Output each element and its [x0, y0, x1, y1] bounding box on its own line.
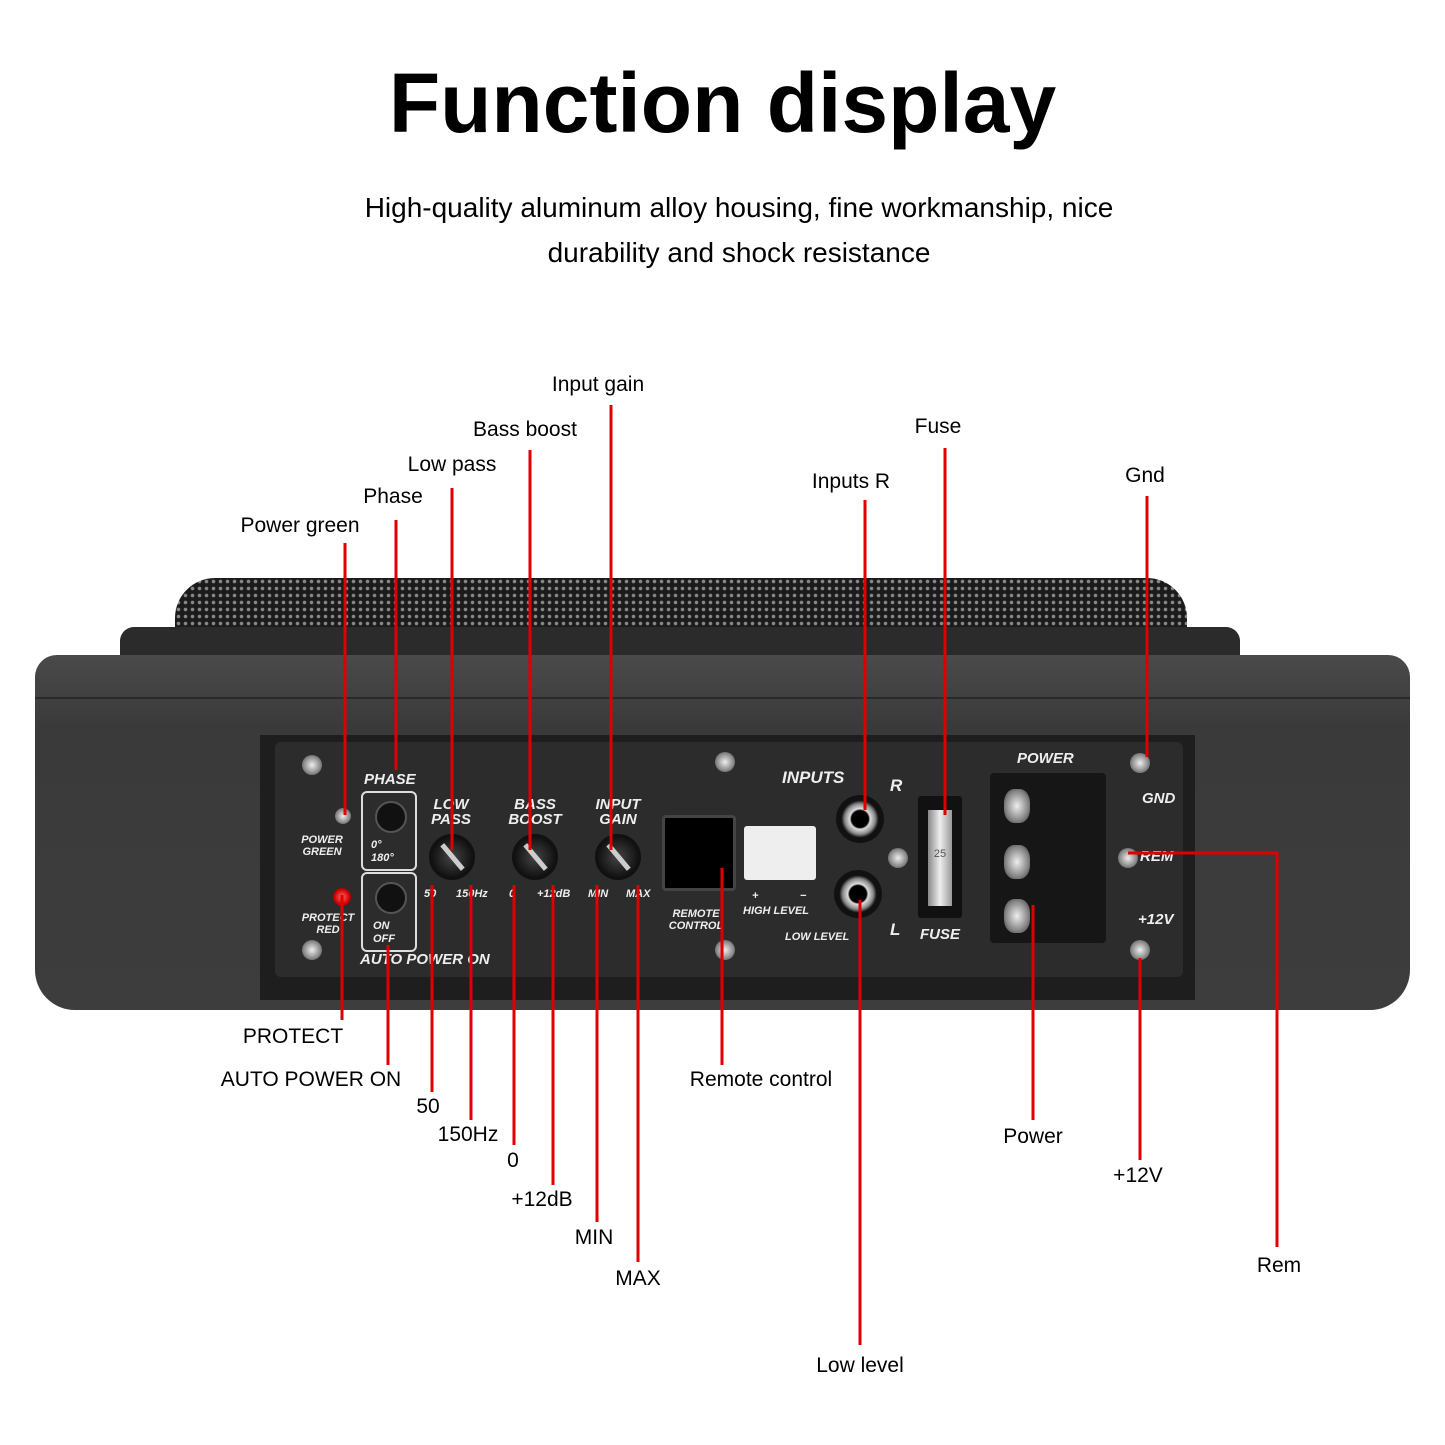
terminal-screw[interactable] — [1004, 899, 1030, 933]
callout-power: Power — [1003, 1125, 1063, 1148]
r-label: R — [890, 776, 903, 795]
high-level-connector[interactable] — [744, 826, 816, 880]
phase-0-label: 0° — [371, 839, 382, 851]
housing-edge — [35, 697, 1410, 699]
input-gain-knob[interactable] — [595, 834, 641, 880]
bass-boost-label: BASS BOOST — [508, 796, 562, 828]
callout-remote-control: Remote control — [689, 1068, 833, 1091]
fuse-holder: 25 — [918, 796, 962, 918]
remote-control-port[interactable] — [662, 815, 736, 891]
fuse-label: FUSE — [920, 926, 961, 943]
phase-switch[interactable]: 0° 180° — [361, 791, 417, 871]
screw — [302, 940, 322, 960]
gnd-label: GND — [1142, 790, 1176, 807]
auto-power-switch[interactable]: ON OFF — [361, 872, 417, 952]
phase-label: PHASE — [364, 771, 416, 788]
callout-bass-boost: Bass boost — [473, 418, 577, 441]
remote-control-label: REMOTE CONTROL — [668, 908, 724, 932]
high-minus-label: − — [800, 890, 807, 902]
auto-power-button[interactable] — [375, 882, 407, 914]
power-label: POWER — [1017, 750, 1074, 767]
power-green-label: POWER GREEN — [301, 834, 343, 858]
callout-input-gain: Input gain — [551, 373, 645, 396]
subtitle-line-2: durability and shock resistance — [547, 237, 931, 268]
callout-phase: Phase — [363, 485, 423, 508]
screw — [888, 848, 908, 868]
inputs-label: INPUTS — [782, 768, 845, 787]
phase-button[interactable] — [375, 801, 407, 833]
callout-min: MIN — [574, 1226, 614, 1249]
bb-min-label: 0 — [509, 888, 516, 900]
12v-label: +12V — [1138, 911, 1174, 928]
callout-50: 50 — [416, 1095, 440, 1118]
power-led — [335, 808, 351, 824]
screw — [1130, 940, 1150, 960]
phase-180-label: 180° — [371, 852, 394, 864]
callout-protect: PROTECT — [242, 1025, 344, 1048]
callout-low-level: Low level — [816, 1354, 904, 1377]
input-gain-label: INPUT GAIN — [595, 796, 641, 828]
callout-max: MAX — [615, 1267, 661, 1290]
terminal-screw[interactable] — [1004, 845, 1030, 879]
callout-12v: +12V — [1113, 1164, 1163, 1187]
auto-power-on-label: AUTO POWER ON — [360, 951, 490, 968]
fuse: 25 — [928, 810, 952, 906]
l-label: L — [890, 920, 901, 939]
callout-inputs-r: Inputs R — [811, 470, 891, 493]
page-title: Function display — [388, 56, 1057, 150]
callout-12db: +12dB — [511, 1188, 573, 1211]
callout-line-rem — [1128, 851, 1279, 1247]
callout-low-pass: Low pass — [407, 453, 497, 476]
callout-0: 0 — [507, 1149, 519, 1172]
screw — [715, 752, 735, 772]
callout-fuse: Fuse — [914, 415, 962, 438]
auto-off-label: OFF — [373, 933, 395, 945]
callout-power-green: Power green — [240, 514, 360, 537]
callout-auto-power-on: AUTO POWER ON — [220, 1068, 402, 1091]
screw — [715, 940, 735, 960]
subtitle: High-quality aluminum alloy housing, fin… — [280, 185, 1198, 275]
gnd-screw — [1130, 753, 1150, 773]
callout-150hz: 150Hz — [437, 1123, 499, 1146]
high-plus-label: + — [752, 890, 759, 902]
low-level-label: LOW LEVEL — [785, 931, 850, 943]
callout-rem: Rem — [1256, 1254, 1302, 1277]
rca-input-r[interactable] — [836, 795, 884, 843]
screw — [302, 755, 322, 775]
bass-boost-knob[interactable] — [512, 834, 558, 880]
power-terminal-block — [990, 773, 1106, 943]
rca-input-l[interactable] — [834, 870, 882, 918]
auto-on-label: ON — [373, 920, 390, 932]
high-level-label: HIGH LEVEL — [743, 905, 810, 917]
terminal-screw[interactable] — [1004, 789, 1030, 823]
callout-gnd: Gnd — [1125, 464, 1165, 487]
subtitle-line-1: High-quality aluminum alloy housing, fin… — [364, 192, 1114, 223]
low-pass-knob[interactable] — [429, 834, 475, 880]
